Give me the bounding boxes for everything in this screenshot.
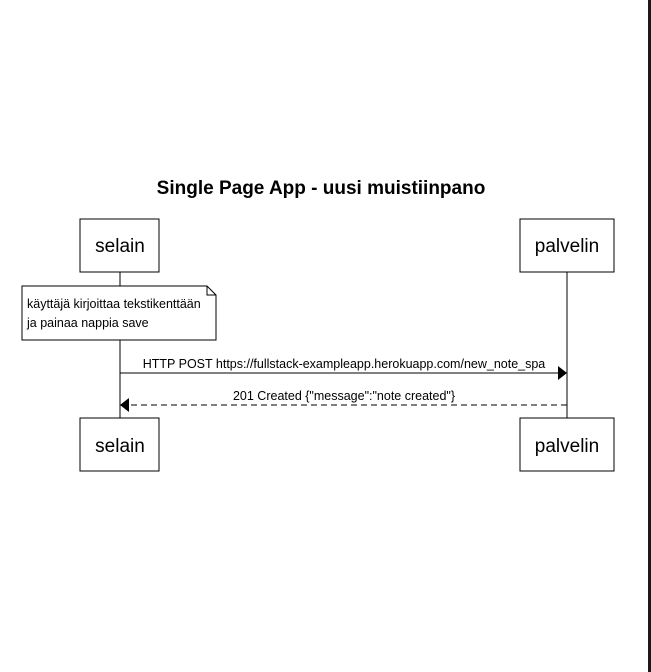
arrow-head-icon bbox=[558, 366, 567, 380]
window-edge bbox=[648, 0, 651, 672]
actor-label-palvelin-top: palvelin bbox=[535, 236, 599, 257]
diagram-title: Single Page App - uusi muistiinpano bbox=[157, 178, 486, 199]
actor-box-selain-bottom: selain bbox=[79, 417, 160, 472]
arrow-head-icon bbox=[120, 398, 129, 412]
actor-box-palvelin-bottom: palvelin bbox=[519, 417, 615, 472]
message-http-post: HTTP POST https://fullstack-exampleapp.h… bbox=[120, 357, 567, 380]
actor-box-palvelin-top: palvelin bbox=[519, 218, 615, 273]
message-201-created: 201 Created {"message":"note created"} bbox=[120, 389, 567, 412]
actor-label-selain-bottom: selain bbox=[95, 436, 145, 457]
actor-label-selain-top: selain bbox=[95, 236, 145, 257]
actor-box-selain-top: selain bbox=[79, 218, 160, 273]
note-line-1: käyttäjä kirjoittaa tekstikenttään bbox=[27, 297, 201, 311]
message-label-http-post: HTTP POST https://fullstack-exampleapp.h… bbox=[143, 357, 546, 371]
note-selain: käyttäjä kirjoittaa tekstikenttään ja pa… bbox=[21, 285, 217, 341]
actor-label-palvelin-bottom: palvelin bbox=[535, 436, 599, 457]
note-line-2: ja painaa nappia save bbox=[26, 316, 149, 330]
message-label-201-created: 201 Created {"message":"note created"} bbox=[233, 389, 455, 403]
